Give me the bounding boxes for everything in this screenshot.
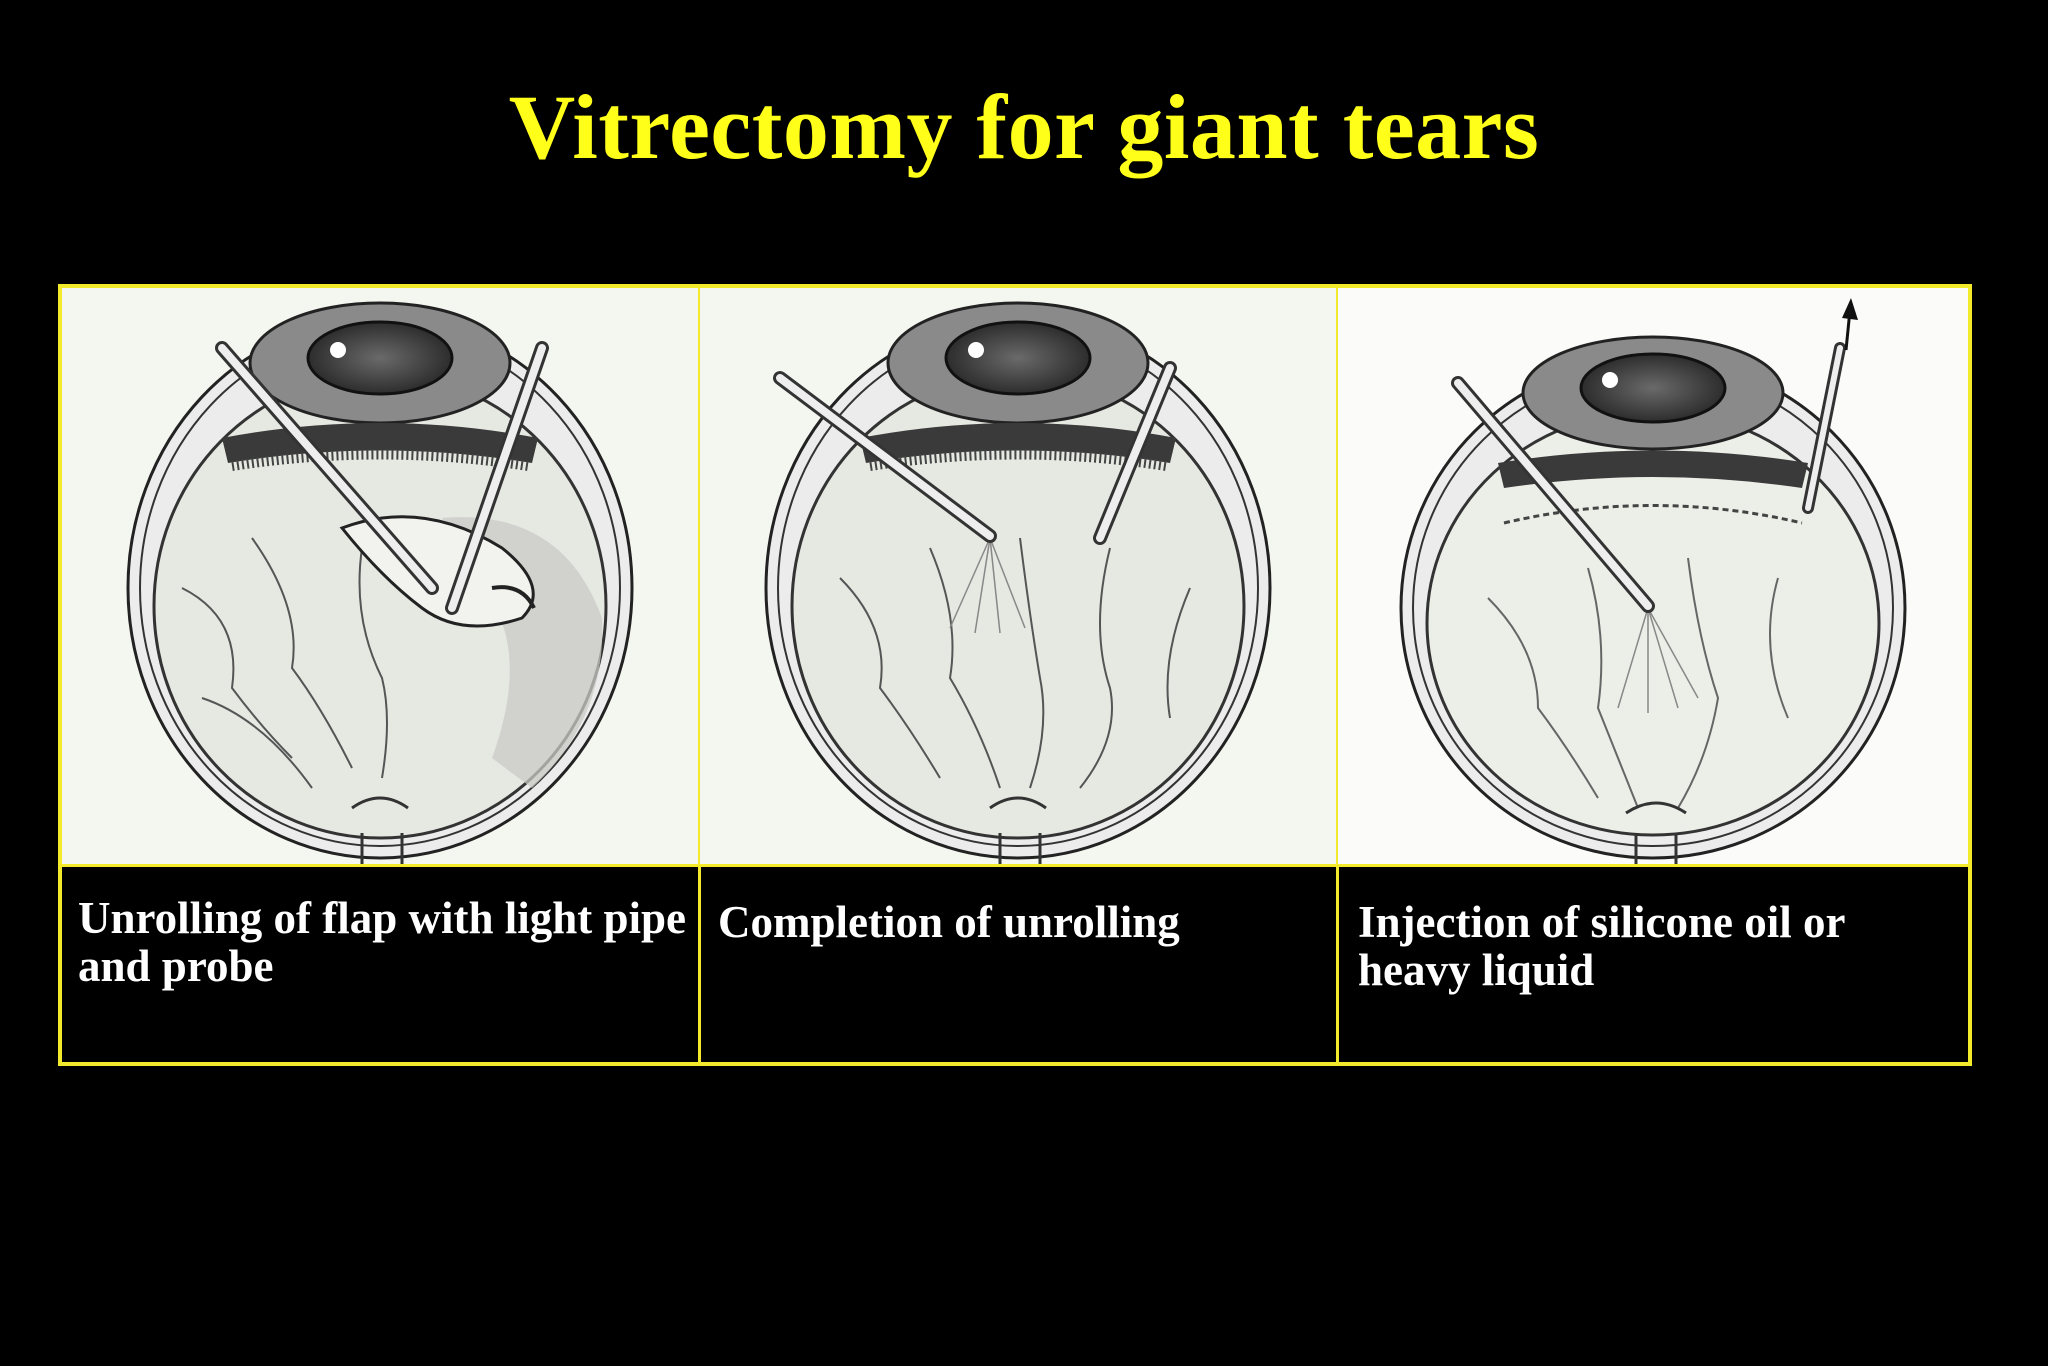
eye-illustration-silicone-oil-injection xyxy=(1338,288,1968,864)
eye-illustration-completion-of-unrolling xyxy=(700,288,1336,864)
panel-grid: Unrolling of flap with light pipe and pr… xyxy=(58,284,1972,1066)
slide-title: Vitrectomy for giant tears xyxy=(508,76,1540,178)
caption-separator xyxy=(62,864,1968,867)
panel-divider xyxy=(698,288,701,1062)
caption-completion-of-unrolling: Completion of unrolling xyxy=(718,897,1180,947)
panel-divider xyxy=(1336,288,1339,1062)
caption-silicone-oil-injection: Injection of silicone oil or heavy liqui… xyxy=(1358,897,1845,995)
caption-flap-unrolling: Unrolling of flap with light pipe and pr… xyxy=(78,893,687,991)
eye-illustration-flap-unrolling xyxy=(62,288,698,864)
